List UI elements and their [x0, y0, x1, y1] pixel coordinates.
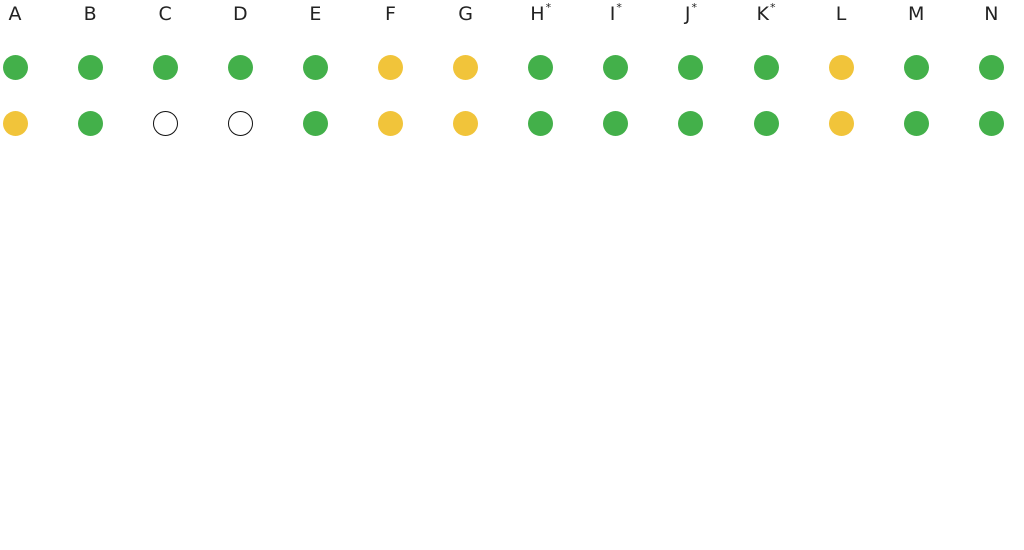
column-header-d: D [220, 3, 260, 25]
status-dot-green [903, 110, 929, 136]
status-dot-green [528, 110, 554, 136]
status-dot-green [978, 110, 1004, 136]
status-dot-green [227, 54, 253, 80]
column-label: C [158, 3, 172, 25]
column-header-f: F [371, 3, 411, 25]
status-dot-green [678, 110, 704, 136]
status-dot-yellow [828, 110, 854, 136]
column-label: L [835, 3, 847, 25]
column-label: D [232, 3, 248, 25]
column-label: G [458, 3, 473, 25]
status-dot-green [528, 54, 554, 80]
status-dot-green [903, 54, 929, 80]
status-dot-green [302, 54, 328, 80]
status-dot-green [302, 110, 328, 136]
column-label: I [609, 3, 616, 25]
column-footnote-marker: * [545, 0, 552, 14]
column-label: E [309, 3, 322, 25]
status-dot-green [77, 54, 103, 80]
column-header-m: M [896, 3, 936, 25]
status-dot-green [978, 54, 1004, 80]
column-label: K [756, 3, 769, 25]
status-dot-yellow [2, 110, 28, 136]
status-dot-green [603, 110, 629, 136]
status-dot-green [753, 110, 779, 136]
status-dot-yellow [378, 54, 403, 80]
status-dot-green [2, 54, 28, 80]
status-dot-green [753, 54, 779, 80]
column-header-j: J* [671, 0, 711, 25]
column-header-g: G [446, 3, 486, 25]
column-footnote-marker: * [769, 0, 776, 14]
column-header-a: A [0, 3, 35, 25]
column-header-e: E [295, 3, 335, 25]
column-footnote-marker: * [691, 0, 697, 14]
status-dot-green [678, 54, 704, 80]
column-footnote-marker: * [616, 0, 622, 14]
column-header-l: L [821, 3, 861, 25]
status-dot-empty [227, 110, 253, 136]
column-label: A [8, 3, 22, 25]
column-label: B [83, 3, 97, 25]
column-header-c: C [145, 3, 185, 25]
status-dot-yellow [828, 54, 854, 80]
column-label: F [385, 3, 396, 25]
column-label: N [984, 3, 999, 25]
column-header-b: B [70, 3, 110, 25]
status-dot-green [603, 54, 629, 80]
column-label: M [907, 3, 925, 25]
status-dot-green [77, 110, 103, 136]
column-header-n: N [971, 3, 1011, 25]
column-header-k: K* [746, 0, 786, 25]
status-dot-yellow [453, 110, 479, 136]
status-dot-yellow [453, 54, 479, 80]
column-header-h: H* [521, 0, 561, 25]
status-dot-yellow [378, 110, 403, 136]
status-dot-green [152, 54, 178, 80]
column-header-i: I* [596, 0, 636, 25]
column-label: H [530, 3, 545, 25]
column-label: J [684, 3, 691, 25]
status-dot-empty [152, 110, 178, 136]
